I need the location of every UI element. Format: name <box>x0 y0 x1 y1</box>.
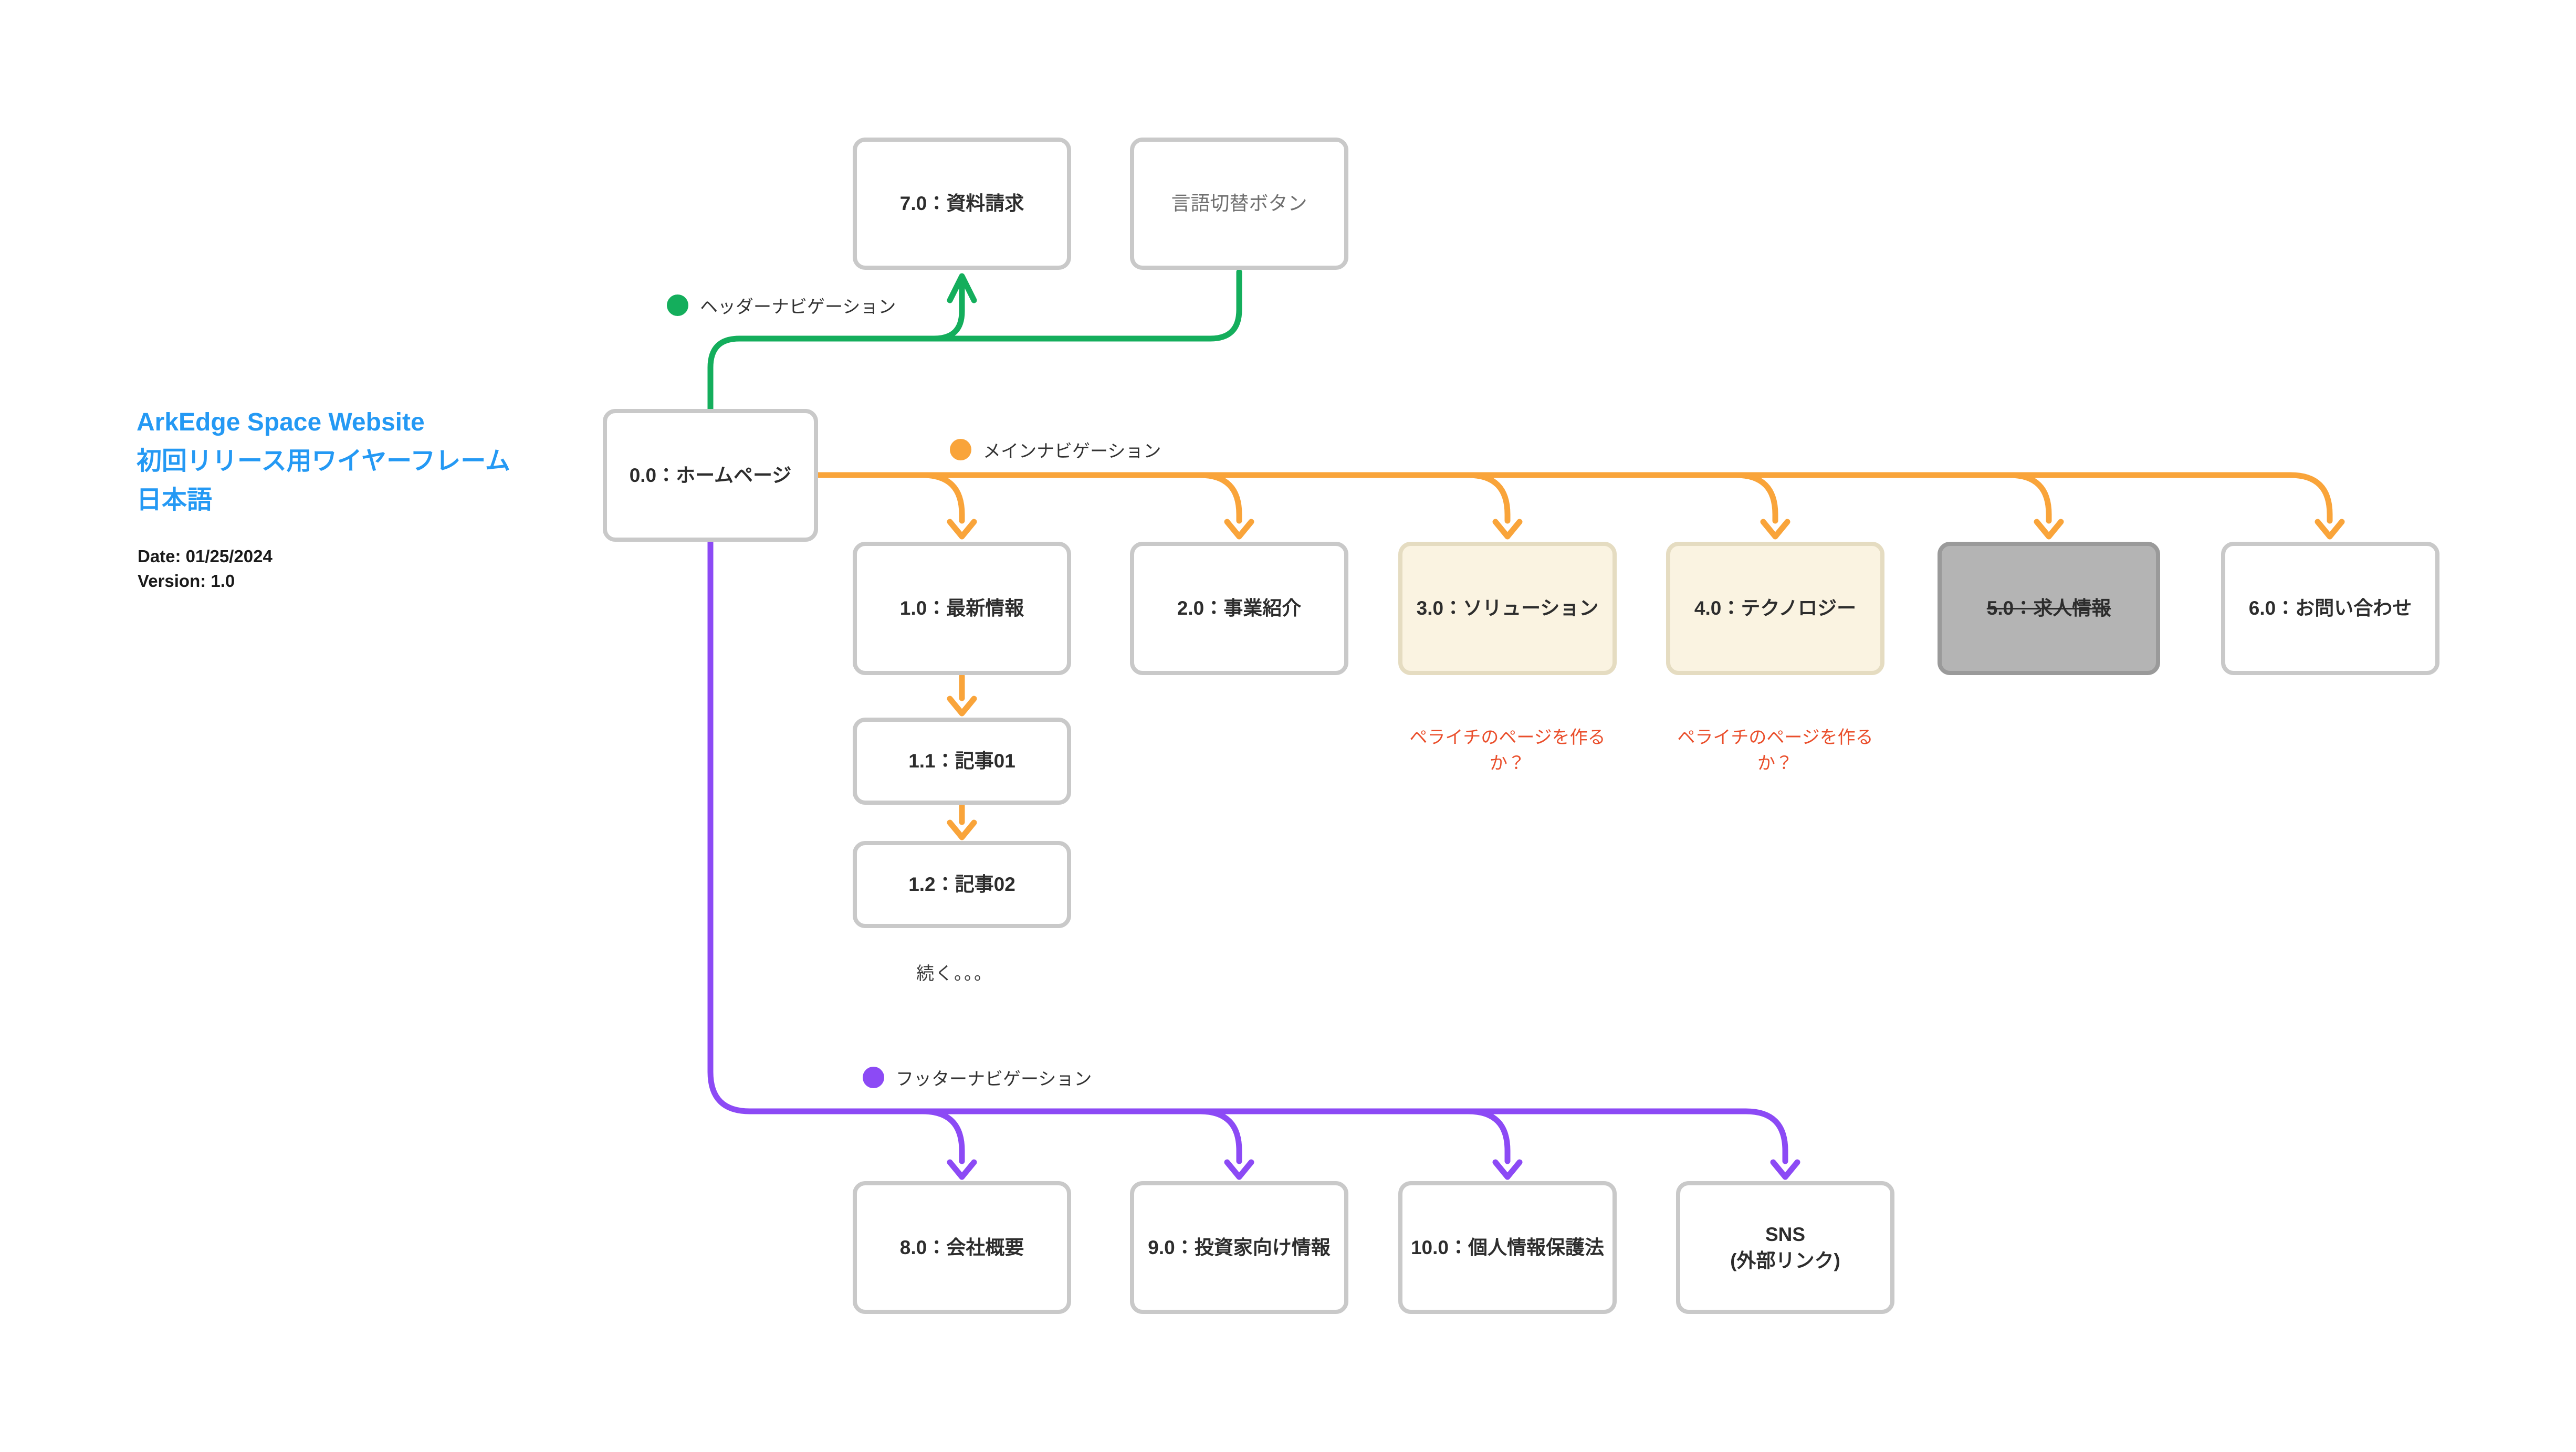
node-sns[interactable]: SNS (外部リンク) <box>1676 1181 1894 1314</box>
node-contact[interactable]: 6.0：お問い合わせ <box>2221 542 2439 675</box>
node-sns-label-line1: SNS <box>1765 1223 1806 1245</box>
node-solution-label: 3.0：ソリューション <box>1416 597 1599 619</box>
node-home[interactable]: 0.0：ホームページ <box>603 409 818 542</box>
node-recruit-label: 5.0：求人情報 <box>1986 597 2111 619</box>
node-docs-request-label: 7.0：資料請求 <box>899 193 1024 215</box>
node-privacy[interactable]: 10.0：個人情報保護法 <box>1398 1181 1617 1314</box>
node-home-label: 0.0：ホームページ <box>629 464 792 486</box>
note-solution: ペライチのページを作るか？ <box>1409 728 1606 773</box>
node-language-switch[interactable]: 言語切替ボタン <box>1130 138 1348 270</box>
node-sns-label-line2: (外部リンク) <box>1730 1249 1840 1271</box>
node-docs-request[interactable]: 7.0：資料請求 <box>853 138 1071 270</box>
node-news[interactable]: 1.0：最新情報 <box>853 542 1071 675</box>
node-technology[interactable]: 4.0：テクノロジー <box>1666 542 1884 675</box>
meta-date: Date: 01/25/2024 <box>138 546 273 566</box>
node-business[interactable]: 2.0：事業紹介 <box>1130 542 1348 675</box>
meta-version: Version: 1.0 <box>138 571 235 591</box>
main-nav-dot-icon <box>950 439 971 460</box>
node-investors-label: 9.0：投資家向け情報 <box>1148 1236 1331 1258</box>
legend-header-nav-label: ヘッダーナビゲーション <box>700 297 896 317</box>
legend-main-nav-label: メインナビゲーション <box>983 441 1161 461</box>
node-news-label: 1.0：最新情報 <box>899 597 1024 619</box>
node-contact-label: 6.0：お問い合わせ <box>2248 597 2412 619</box>
page-title-line2: 初回リリース用ワイヤーフレーム <box>137 447 510 475</box>
legend-footer-nav-label: フッターナビゲーション <box>896 1069 1092 1089</box>
legend-header-nav: ヘッダーナビゲーション <box>667 292 896 318</box>
node-company-label: 8.0：会社概要 <box>899 1236 1024 1258</box>
node-recruit[interactable]: 5.0：求人情報 <box>1938 542 2160 675</box>
node-language-switch-label: 言語切替ボタン <box>1171 193 1307 215</box>
node-article02[interactable]: 1.2：記事02 <box>853 841 1071 928</box>
note-technology: ペライチのページを作るか？ <box>1677 728 1873 773</box>
legend-footer-nav: フッターナビゲーション <box>863 1065 1092 1090</box>
document-meta: Date: 01/25/2024 Version: 1.0 <box>138 544 273 593</box>
page-title-line1: ArkEdge Space Website <box>137 408 425 436</box>
footer-nav-dot-icon <box>863 1067 884 1088</box>
node-privacy-label: 10.0：個人情報保護法 <box>1410 1236 1604 1258</box>
node-solution[interactable]: 3.0：ソリューション <box>1398 542 1617 675</box>
header-nav-connector <box>707 269 1242 414</box>
footer-nav-connector <box>707 538 1800 1180</box>
node-investors[interactable]: 9.0：投資家向け情報 <box>1130 1181 1348 1314</box>
node-article01[interactable]: 1.1：記事01 <box>853 718 1071 805</box>
page-title: ArkEdge Space Website 初回リリース用ワイヤーフレーム 日本… <box>137 403 510 520</box>
main-nav-connector <box>815 472 2345 840</box>
node-technology-label: 4.0：テクノロジー <box>1694 597 1857 619</box>
header-nav-dot-icon <box>667 294 688 316</box>
node-business-label: 2.0：事業紹介 <box>1177 597 1302 619</box>
page-title-line3: 日本語 <box>137 486 213 514</box>
continue-note: 続く。。。 <box>916 964 993 984</box>
legend-main-nav: メインナビゲーション <box>950 437 1161 462</box>
node-article02-label: 1.2：記事02 <box>908 874 1015 896</box>
node-company[interactable]: 8.0：会社概要 <box>853 1181 1071 1314</box>
node-article01-label: 1.1：記事01 <box>908 750 1015 772</box>
